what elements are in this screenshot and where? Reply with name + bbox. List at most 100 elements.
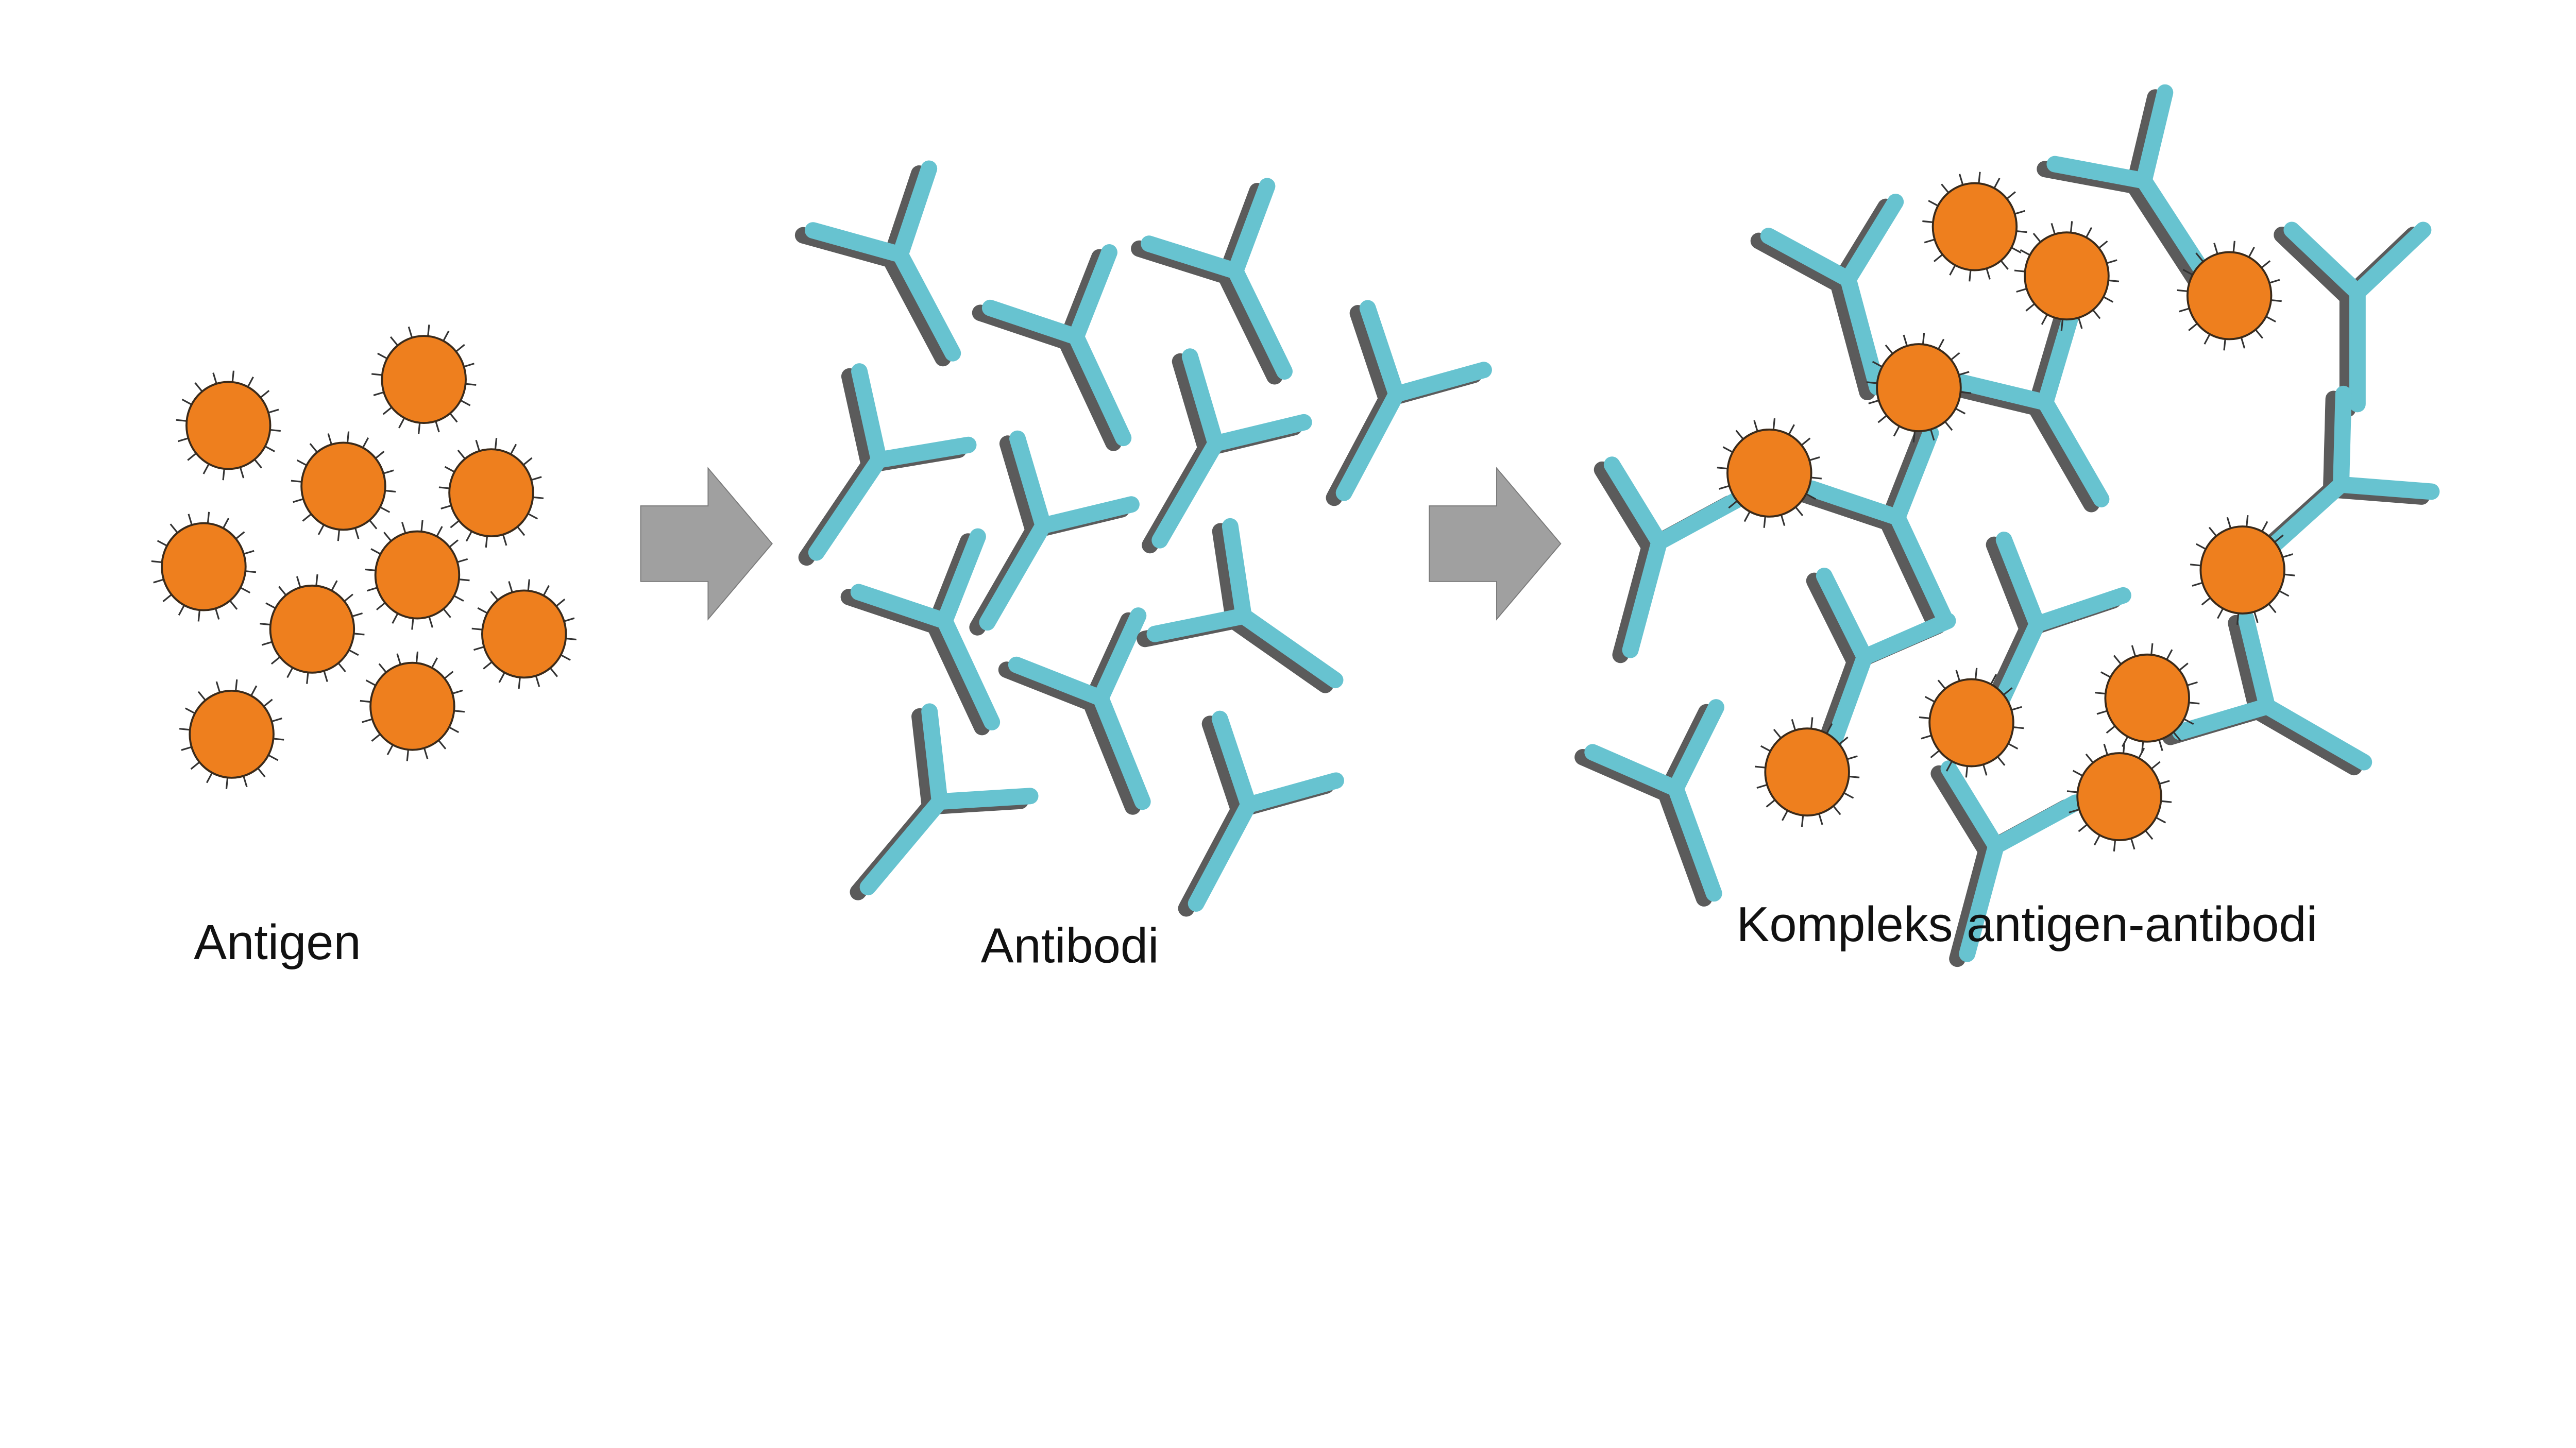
antigen-spike xyxy=(1810,476,1822,480)
antigen-spike xyxy=(398,417,405,429)
antibody-body xyxy=(2172,610,2372,771)
antigen-spike xyxy=(1959,391,1972,394)
antigen-spike xyxy=(392,612,399,624)
antigen-spike xyxy=(453,594,464,602)
antibody-body xyxy=(808,363,977,561)
antigen-spike xyxy=(423,747,429,759)
antigen-spike xyxy=(176,419,188,422)
antibody-body xyxy=(859,703,1039,896)
antigen-spike xyxy=(296,576,301,588)
antigen-spike xyxy=(1993,178,2001,189)
antigen-spike xyxy=(229,600,238,610)
antigen-spike xyxy=(2255,329,2263,339)
antigen-spike xyxy=(1722,446,1734,453)
antigen-spike xyxy=(170,523,179,534)
antigen-body xyxy=(374,530,461,620)
antigen-spike xyxy=(371,373,383,376)
antigen-spike xyxy=(448,726,460,734)
antigen-spike xyxy=(1735,430,1744,440)
antigen-spike xyxy=(2195,252,2204,263)
antigen-spike xyxy=(2012,726,2024,729)
antibody-body xyxy=(1008,607,1151,810)
antigen-spike xyxy=(1805,492,1816,500)
antigen-spike xyxy=(2268,279,2280,284)
antigen-spike xyxy=(2106,259,2117,264)
antigen-spike xyxy=(1754,765,1767,769)
antigen-spike xyxy=(1794,506,1804,517)
antigen-spike xyxy=(272,738,284,741)
antigen-spike xyxy=(296,459,308,467)
antigen-spike xyxy=(527,513,538,520)
antigen-spike xyxy=(1937,679,1946,690)
antigen-spike xyxy=(1978,172,1981,184)
antigen-body xyxy=(1726,428,1812,518)
diagram-canvas: Antigen Antibodi Kompleks antigen-antibo… xyxy=(151,84,2440,974)
antigen-spike xyxy=(2015,230,2027,233)
antigen-icon xyxy=(260,574,365,684)
antigen-spike xyxy=(2107,279,2120,282)
antigen-spike xyxy=(2177,289,2189,293)
antibody-icon xyxy=(1142,348,1312,554)
antigen-spike xyxy=(1801,815,1804,827)
antigen-spike xyxy=(250,685,258,696)
antigen-spike xyxy=(2010,246,2022,253)
antigen-spike xyxy=(1848,775,1860,778)
antibody-body xyxy=(1760,194,1904,396)
antigen-spike xyxy=(317,524,325,535)
antigen-spike xyxy=(527,579,530,591)
antigen-body xyxy=(300,441,386,531)
antibody-icon xyxy=(1594,456,1748,663)
antigen-spike xyxy=(323,670,328,683)
antigen-spike xyxy=(2182,269,2194,276)
arrow-right-icon xyxy=(640,467,773,621)
antigen-spike xyxy=(2000,260,2009,270)
antigen-spike xyxy=(485,536,488,548)
antigen-spike xyxy=(1843,792,1854,799)
antigen-spike xyxy=(1996,756,2006,766)
antibody-body xyxy=(1940,760,2084,962)
antibody-body xyxy=(1949,307,2110,507)
antigen-spike xyxy=(2103,743,2109,756)
antigen-body xyxy=(481,589,567,679)
antibody-icon xyxy=(2037,84,2213,288)
antigen-spike xyxy=(235,531,245,540)
antigen-spike xyxy=(508,581,513,593)
antigen-spike xyxy=(2041,314,2048,325)
antigen-spike xyxy=(2253,611,2259,623)
antigen-icon xyxy=(1922,172,2027,282)
antigen-spike xyxy=(2025,302,2036,312)
antigen-icon xyxy=(471,579,577,689)
antigen-spike xyxy=(1756,783,1768,789)
antibody-icon xyxy=(2240,385,2440,573)
antibody-icon xyxy=(2162,610,2372,776)
antigen-spike xyxy=(2092,309,2101,319)
antigen-body xyxy=(369,661,455,751)
antigen-spike xyxy=(348,649,359,656)
antigen-spike xyxy=(2085,227,2093,239)
antigen-icon xyxy=(1717,418,1822,528)
antigen-spike xyxy=(522,457,533,466)
antigen-body xyxy=(1931,182,2018,271)
antibody-body xyxy=(1151,348,1312,549)
antigen-spike xyxy=(453,710,465,713)
antigen-spike xyxy=(1838,736,1849,745)
antigen-spike xyxy=(2240,337,2246,349)
antigen-spike xyxy=(2102,296,2114,303)
antigen-icon xyxy=(1866,333,1972,442)
antigen-spike xyxy=(532,496,544,499)
antigen-spike xyxy=(373,391,385,396)
antigen-spike xyxy=(244,570,257,573)
diagram-svg: Antigen Antibodi Kompleks antigen-antibo… xyxy=(151,84,2440,974)
antigen-body xyxy=(2199,525,2285,615)
antigen-spike xyxy=(494,438,498,450)
antigen-spike xyxy=(179,728,191,731)
antigen-spike xyxy=(265,602,277,609)
antigen-spike xyxy=(2172,731,2181,741)
antigen-spike xyxy=(1986,268,1991,280)
label-complex: Kompleks antigen-antibodi xyxy=(1737,897,2317,952)
antigen-spike xyxy=(437,739,447,749)
antigen-spike xyxy=(1885,344,1894,355)
antigen-spike xyxy=(2260,260,2271,269)
antigen-spike xyxy=(1954,407,1966,415)
antigen-spike xyxy=(2196,543,2207,550)
